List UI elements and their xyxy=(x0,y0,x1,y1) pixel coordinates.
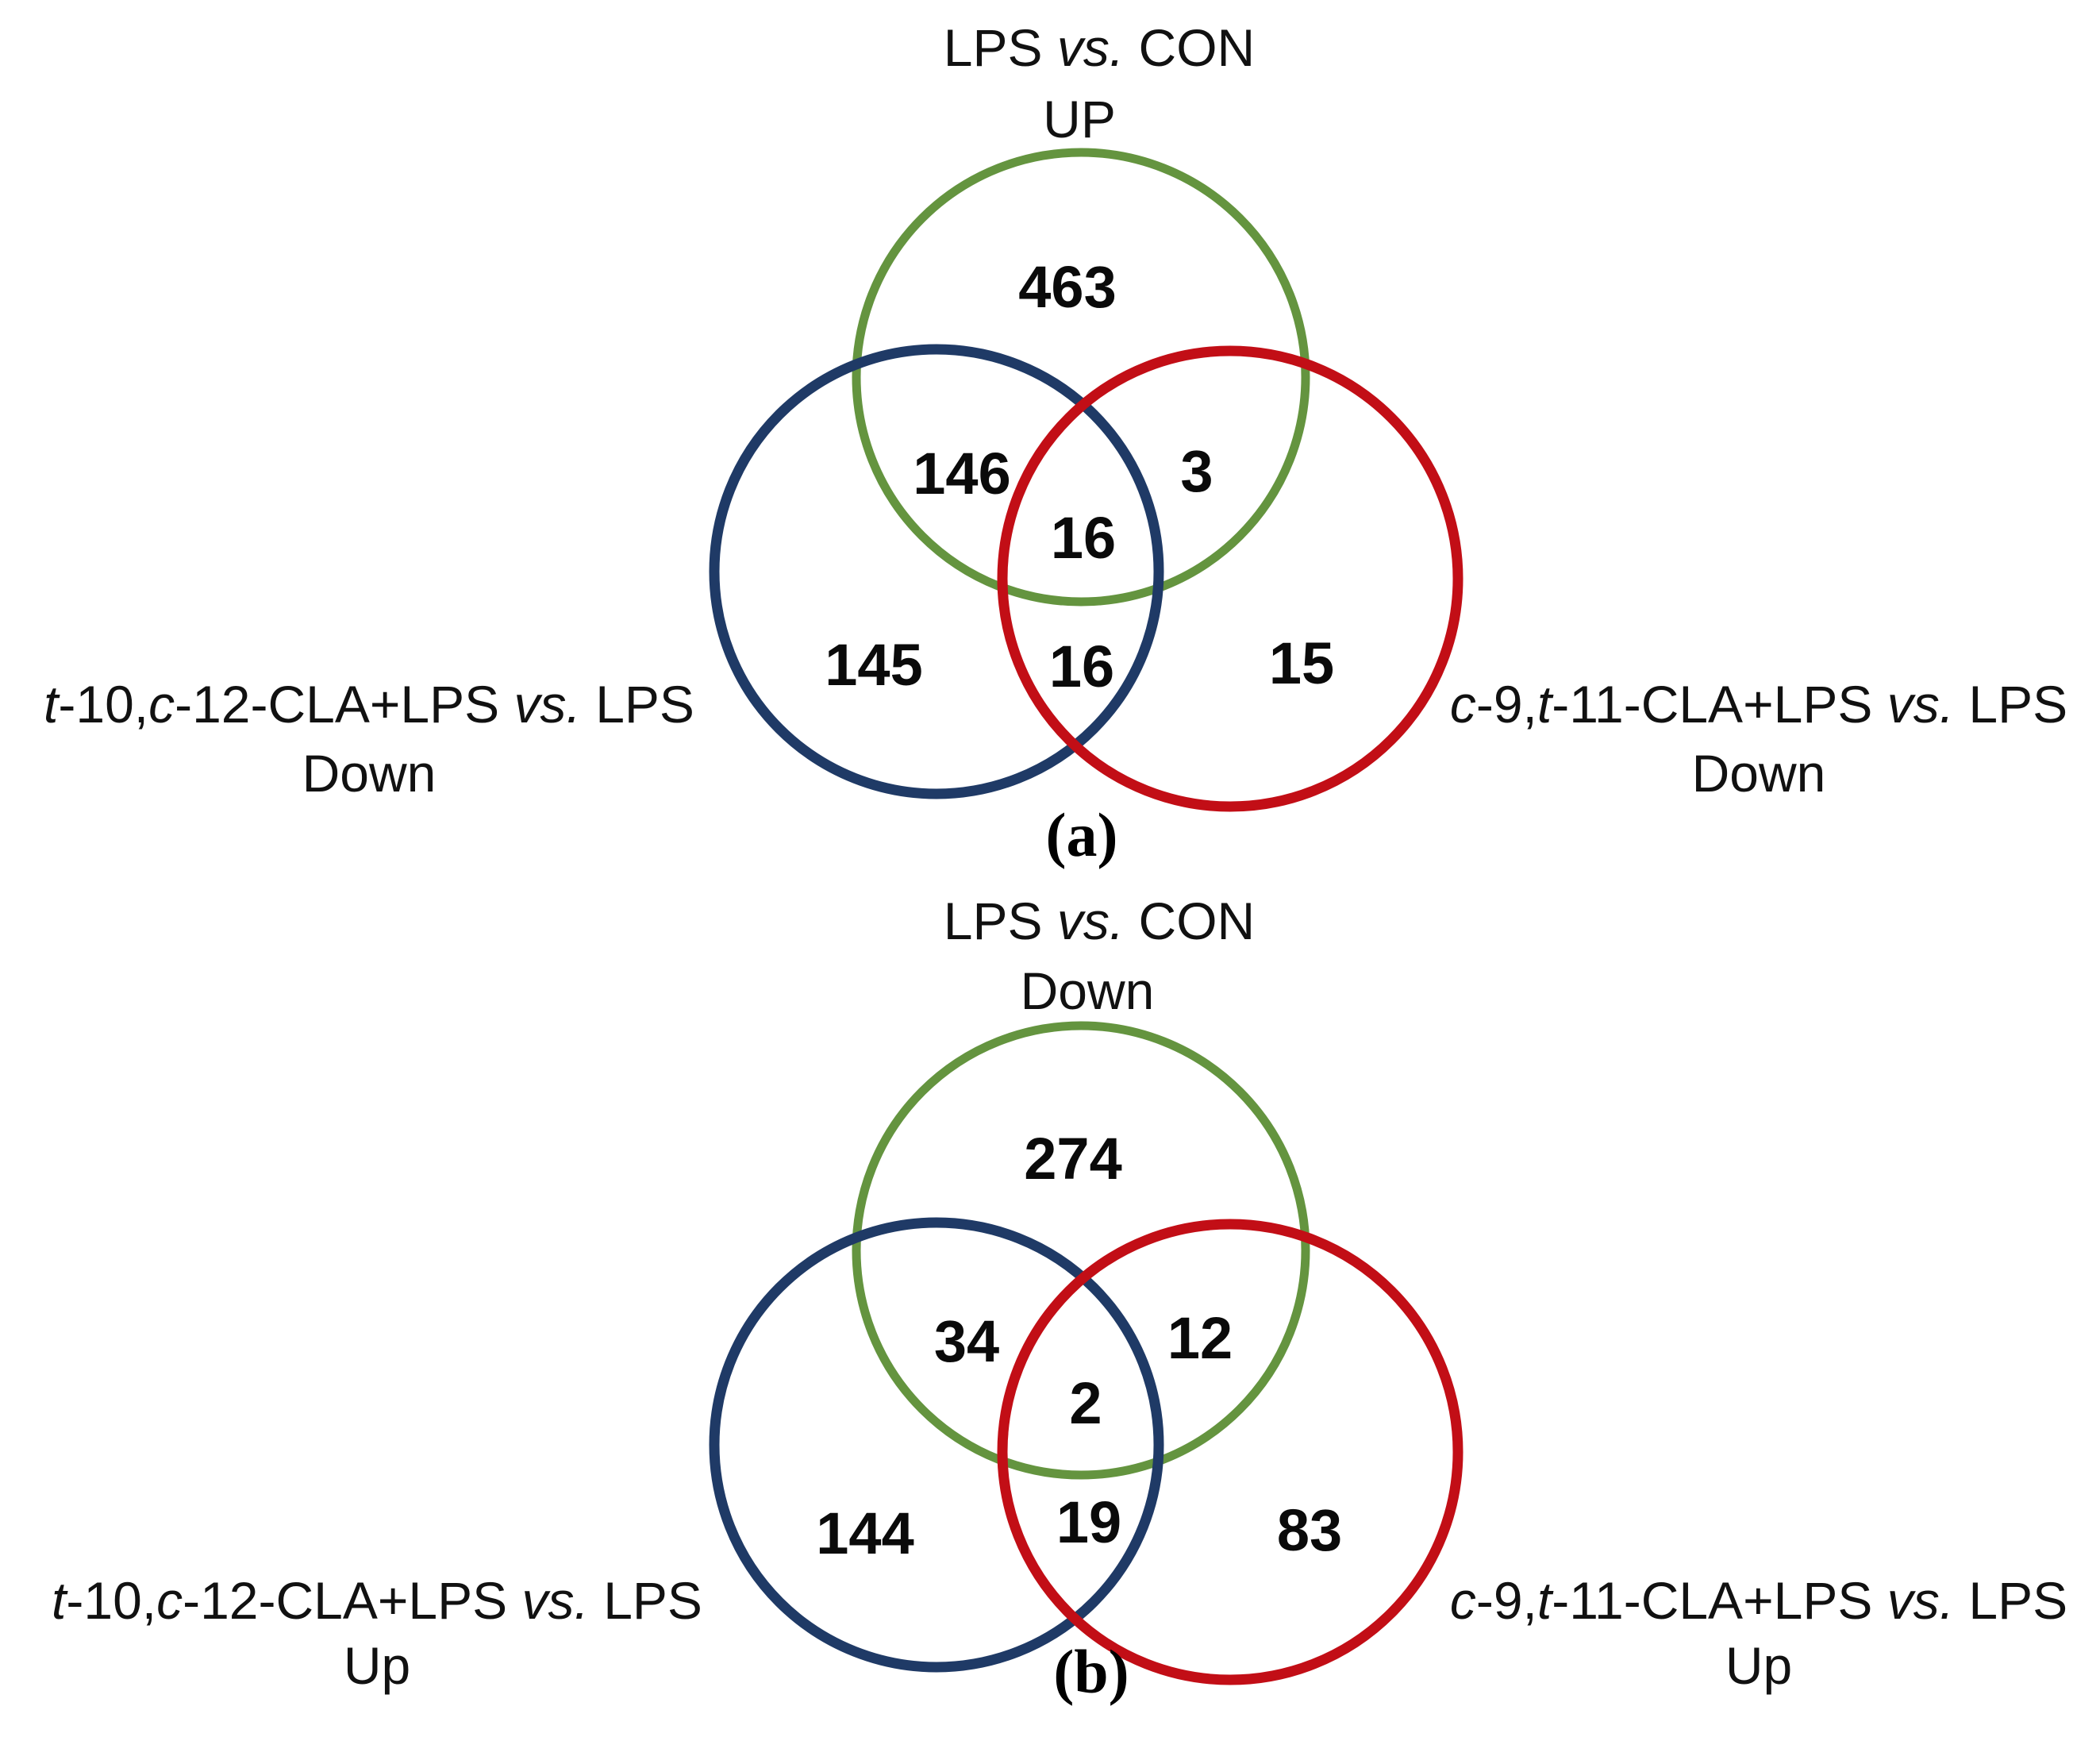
panel-b-count-top-only: 274 xyxy=(1024,1126,1122,1192)
circle-c9t11-down xyxy=(997,345,1463,812)
circle-t10c12-down xyxy=(709,344,1164,799)
panel-a-left-set-title: t-10,c-12-CLA+LPS vs. LPS xyxy=(44,675,694,734)
panel-a-left-set-direction: Down xyxy=(302,744,437,803)
panel-b-count-all-three: 2 xyxy=(1069,1370,1102,1436)
panel-a-count-top-only: 463 xyxy=(1018,254,1117,320)
panel-b-count-top-right: 12 xyxy=(1167,1305,1233,1371)
circle-c9t11-up xyxy=(997,1219,1463,1685)
panel-b-count-right-only: 83 xyxy=(1276,1497,1343,1563)
panel-b-right-set-direction: Up xyxy=(1725,1636,1793,1695)
panel-a-count-top-right: 3 xyxy=(1180,438,1213,504)
panel-a-top-set-direction: UP xyxy=(1043,90,1116,148)
panel-a-right-set-title: c-9,t-11-CLA+LPS vs. LPS xyxy=(1449,675,2068,734)
panel-b-top-set-title: LPS vs. CON xyxy=(943,892,1256,950)
panel-a-right-set-direction: Down xyxy=(1691,744,1826,803)
panel-a-count-right-only: 15 xyxy=(1268,630,1335,696)
panel-b-caption: (b) xyxy=(1053,1637,1129,1706)
panel-a-count-top-left: 146 xyxy=(913,441,1011,506)
panel-a-count-left-only: 145 xyxy=(825,632,923,698)
panel-b-count-left-right: 19 xyxy=(1056,1489,1122,1555)
panel-a-count-all-three: 16 xyxy=(1050,505,1117,571)
circle-lps-vs-con-up xyxy=(852,148,1310,607)
panel-b-left-set-title: t-10,c-12-CLA+LPS vs. LPS xyxy=(52,1571,702,1630)
circle-lps-vs-con-down xyxy=(852,1021,1310,1480)
panel-a-top-set-title: LPS vs. CON xyxy=(943,18,1256,77)
panel-b-left-set-direction: Up xyxy=(343,1636,411,1695)
panel-b-top-set-direction: Down xyxy=(1020,961,1155,1020)
panel-b-right-set-title: c-9,t-11-CLA+LPS vs. LPS xyxy=(1449,1571,2068,1630)
panel-a-caption: (a) xyxy=(1045,800,1118,869)
panel-a-count-left-right: 16 xyxy=(1048,634,1115,699)
circle-t10c12-up xyxy=(709,1217,1164,1673)
panel-b-count-top-left: 34 xyxy=(933,1308,1000,1374)
panel-b-count-left-only: 144 xyxy=(816,1500,914,1566)
